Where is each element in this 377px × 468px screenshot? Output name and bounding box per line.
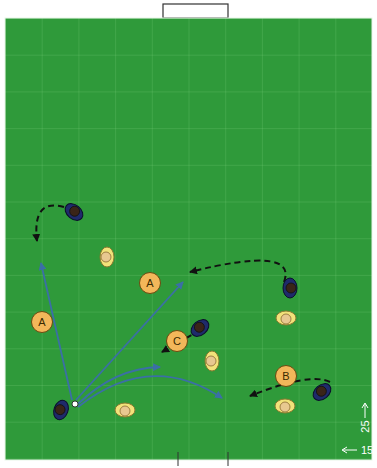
callout-circle: A xyxy=(139,272,161,294)
callout-circle: A xyxy=(31,311,53,333)
callout-letter: A xyxy=(38,317,45,328)
callout-circle: C xyxy=(166,330,188,352)
callout-letter: A xyxy=(146,278,153,289)
callout-circle: B xyxy=(275,365,297,387)
dimension-label: 15 xyxy=(361,445,373,456)
dimension-label: 25 xyxy=(360,420,371,432)
callout-letter: B xyxy=(282,371,289,382)
callout-letter: C xyxy=(173,336,181,347)
